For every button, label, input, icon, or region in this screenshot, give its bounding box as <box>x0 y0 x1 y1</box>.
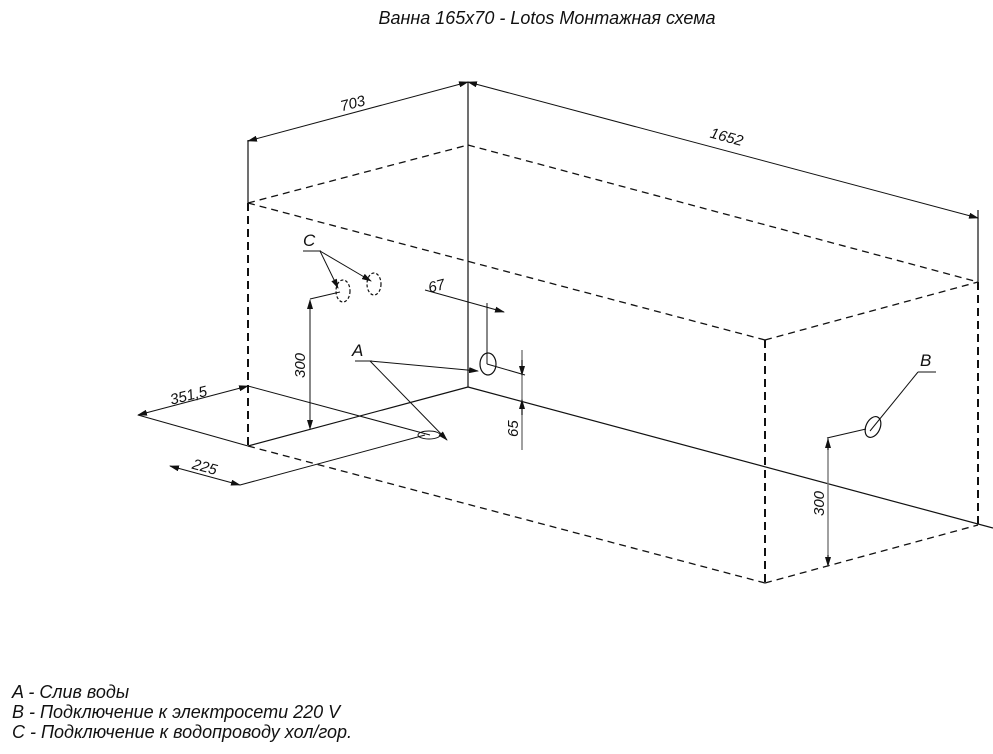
electric-connection-b: B 300 <box>811 351 936 567</box>
legend-item-b: B - Подключение к электросети 220 V <box>12 702 341 722</box>
dimension-overflow-offset-label: 67 <box>426 276 447 297</box>
bathtub-outline <box>247 82 993 584</box>
overflow-a: 67 65 <box>424 276 526 450</box>
legend: A - Слив воды B - Подключение к электрос… <box>12 682 352 742</box>
marker-c-label: C <box>303 231 316 250</box>
dimension-drain-front-label: 225 <box>189 456 219 479</box>
dimension-length-label: 1652 <box>708 125 745 150</box>
dimension-water-height-label: 300 <box>292 352 309 378</box>
dimension-drain-side-label: 351,5 <box>168 383 209 409</box>
legend-item-a: A - Слив воды <box>12 682 130 702</box>
dimension-electric-height-label: 300 <box>811 490 828 516</box>
dimension-overflow-height-label: 65 <box>505 420 522 437</box>
dimension-width-label: 703 <box>339 92 368 115</box>
water-connection-c: C 300 <box>292 231 382 430</box>
dimension-width: 703 <box>247 81 469 142</box>
drain-a: A <box>351 341 479 441</box>
dimension-length: 1652 <box>467 81 979 219</box>
dimension-drain-front: 225 <box>169 434 426 486</box>
marker-b-label: B <box>920 351 931 370</box>
marker-a-label: A <box>351 341 363 360</box>
legend-item-c: C - Подключение к водопроводу хол/гор. <box>12 722 353 742</box>
diagram-title: Ванна 165х70 - Lotos Монтажная схема <box>378 8 716 28</box>
